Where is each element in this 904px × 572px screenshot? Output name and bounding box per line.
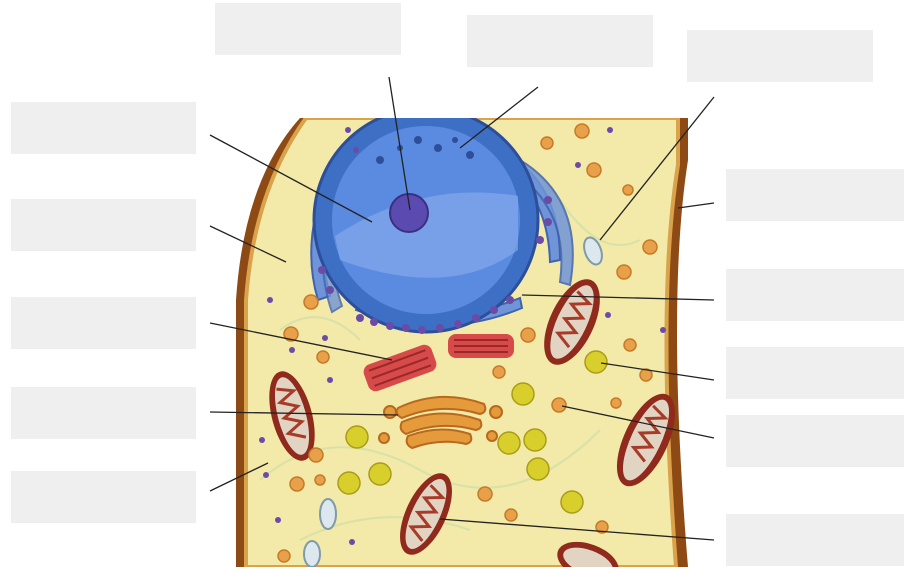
label-box-top-right[interactable]	[687, 30, 873, 82]
label-box-top-middle[interactable]	[467, 15, 653, 67]
label-box-top-left[interactable]	[215, 3, 401, 55]
label-box-left-3[interactable]	[11, 297, 196, 349]
label-box-right-3[interactable]	[726, 347, 904, 399]
label-box-right-5[interactable]	[726, 514, 904, 566]
label-box-left-5[interactable]	[11, 471, 196, 523]
nucleus	[314, 108, 538, 332]
label-box-left-1[interactable]	[11, 102, 196, 154]
label-box-right-1[interactable]	[726, 169, 904, 221]
label-box-left-4[interactable]	[11, 387, 196, 439]
label-box-left-2[interactable]	[11, 199, 196, 251]
cell-body	[236, 108, 688, 567]
label-box-right-2[interactable]	[726, 269, 904, 321]
label-box-right-4[interactable]	[726, 415, 904, 467]
